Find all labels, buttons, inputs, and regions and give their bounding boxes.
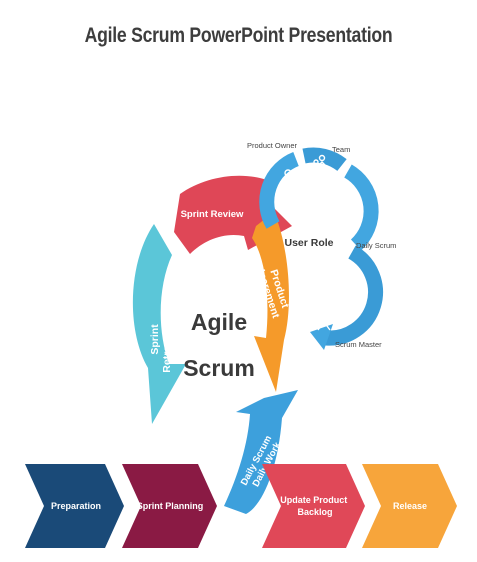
sprint-retrospective-label: Sprint Retrospective	[149, 303, 173, 373]
center-scrum-label: Scrum	[183, 355, 255, 381]
scrum-master-icon	[317, 314, 331, 331]
ring-arrowhead	[310, 324, 333, 350]
step-label-update-product-backlog: Update Product Backlog	[280, 495, 350, 517]
daily-scrum-icon	[335, 235, 345, 246]
role-product-owner: Product Owner	[247, 141, 298, 150]
ring-segment-daily-scrum	[343, 164, 379, 251]
user-role-label: User Role	[284, 237, 333, 249]
step-label-release: Release	[393, 501, 427, 511]
step-label-preparation: Preparation	[51, 501, 101, 511]
process-step-sprint-planning: Sprint Planning	[122, 464, 217, 548]
center-agile-label: Agile	[191, 309, 247, 335]
product-increment-segment	[252, 212, 289, 392]
role-team: Team	[332, 145, 350, 154]
ring-segment-scrum-master	[325, 245, 384, 346]
sprint-review-label: Sprint Review	[181, 209, 244, 220]
sprint-retrospective-segment	[132, 224, 186, 424]
process-step-preparation: Preparation	[25, 464, 124, 548]
user-role-ring	[259, 147, 384, 346]
page-title: Agile Scrum PowerPoint Presentation	[84, 24, 393, 47]
daily-work-segment	[224, 390, 298, 514]
role-scrum-master: Scrum Master	[335, 340, 382, 349]
role-daily-scrum: Daily Scrum	[356, 241, 396, 250]
team-icon	[313, 154, 329, 169]
step-label-sprint-planning: Sprint Planning	[137, 501, 204, 511]
process-step-update-product-backlog: Update Product Backlog	[262, 464, 365, 548]
process-step-release: Release	[362, 464, 457, 548]
product-owner-icon	[282, 169, 294, 185]
ring-segment-product-owner	[259, 152, 300, 229]
